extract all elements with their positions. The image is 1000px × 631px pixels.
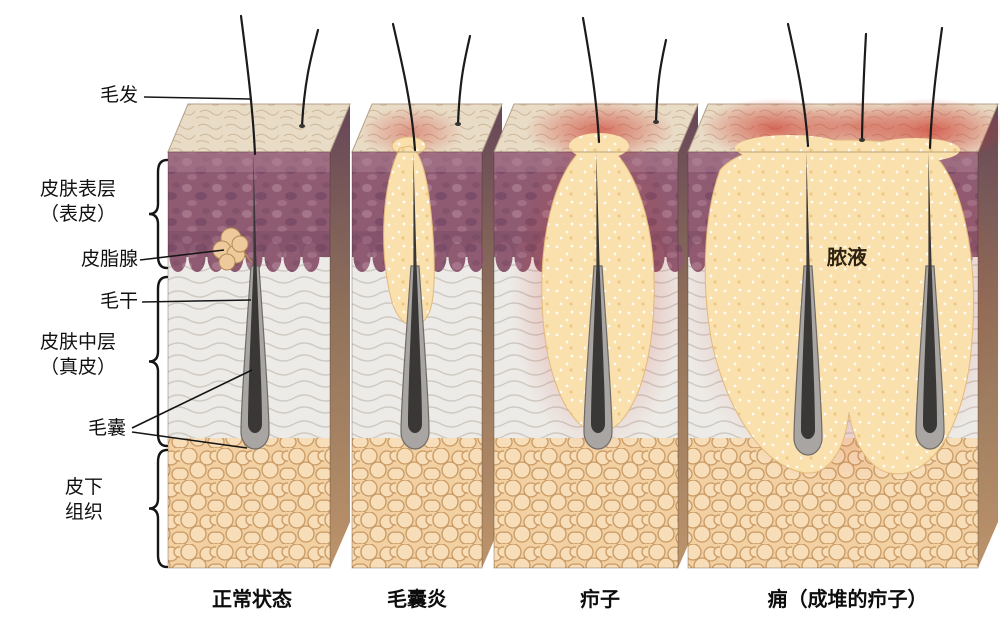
label-sebaceous-gland: 皮脂腺	[80, 249, 138, 270]
label-subcutaneous-2: 组织	[64, 502, 103, 523]
label-epidermis-2: （表皮）	[39, 204, 116, 225]
skin-panel-normal	[167, 14, 351, 569]
label-epidermis-1: 皮肤表层	[39, 179, 116, 200]
skin-panel-carbuncle	[680, 22, 1000, 569]
label-pus: 脓液	[827, 247, 867, 269]
caption-boil: 疖子	[580, 589, 620, 611]
skin-panel-folliculitis	[351, 22, 503, 569]
sebaceous-gland	[212, 227, 253, 271]
label-subcutaneous-1: 皮下	[64, 477, 103, 498]
caption-carbuncle: 痈（成堆的疖子）	[767, 589, 928, 611]
caption-normal: 正常状态	[212, 589, 292, 611]
caption-folliculitis: 毛囊炎	[387, 589, 447, 611]
label-hair-follicle: 毛囊	[87, 418, 126, 439]
annotation-lines	[131, 96, 253, 569]
label-dermis-2: （真皮）	[39, 357, 116, 378]
label-dermis-1: 皮肤中层	[39, 332, 116, 353]
label-hair: 毛发	[99, 85, 138, 106]
label-hair-shaft: 毛干	[99, 291, 138, 312]
skin-panel-boil	[493, 16, 699, 569]
